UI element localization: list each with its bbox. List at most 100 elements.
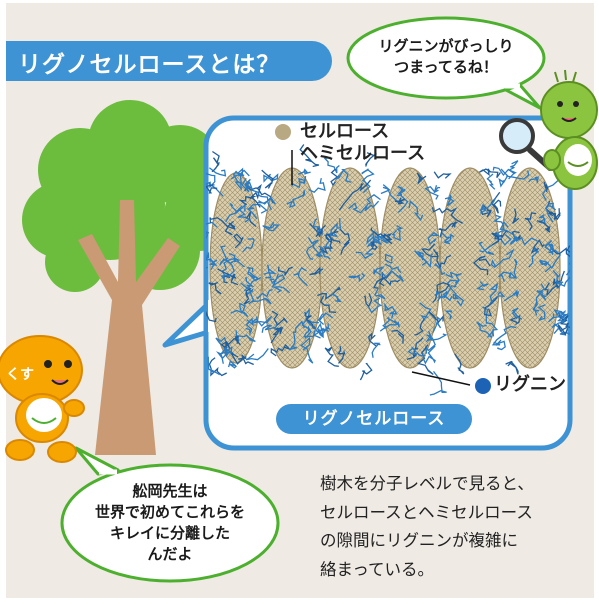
lignin-strand (288, 320, 305, 351)
lignin-strand (277, 266, 294, 276)
lignin-strand (425, 334, 436, 354)
lignin-strand (373, 266, 385, 276)
lignin-strand (335, 168, 352, 183)
lignin-strand (434, 263, 446, 275)
lignin-strand (233, 233, 244, 249)
cellulose-label-line: セルロース (300, 121, 390, 142)
lignin-strand (495, 229, 538, 246)
bottom-bubble-line: 世界で初めてこれらを (94, 503, 245, 521)
lignin-strand (246, 266, 262, 282)
lignin-strand (432, 316, 442, 333)
cellulose-label: セルロース ヘミセルロース (300, 121, 425, 165)
lignin-strand (323, 156, 340, 174)
lignin-strand (537, 304, 546, 321)
lignin-strand (317, 286, 341, 300)
lignin-strand (435, 285, 457, 299)
lignin-strand (271, 310, 288, 326)
lignin-strand (370, 227, 388, 241)
lignin-strand (503, 289, 520, 302)
lignin-strand (476, 321, 493, 338)
lignin-strand (208, 281, 222, 295)
lignin-strand (507, 160, 519, 180)
description-line: 絡まっている。 (320, 559, 435, 579)
lignin-strand (230, 167, 250, 180)
lignin-strand (545, 202, 557, 223)
lignin-strand (511, 307, 523, 320)
top-bubble-line: リグニンがびっしり (378, 37, 514, 55)
lignin-strand (299, 144, 320, 168)
lignin-strand (319, 295, 337, 313)
lignin-strand (305, 237, 319, 260)
lignin-strand (286, 190, 306, 209)
lignin-strand (420, 243, 439, 258)
lignin-strand (364, 152, 377, 167)
lignin-strand (303, 325, 316, 339)
lignin-strand (382, 232, 393, 245)
lignin-strand (228, 252, 246, 267)
lignin-strand (539, 259, 552, 273)
lignin-strand (552, 270, 566, 287)
lignin-strand (391, 225, 404, 242)
lignin-strand (491, 232, 504, 241)
lignin-strand (263, 264, 277, 279)
lignin-strand (206, 309, 217, 323)
lignin-strand (269, 273, 286, 288)
lignin-strand (433, 171, 452, 179)
lignin-strand (485, 168, 501, 178)
lignin-strand (206, 178, 224, 197)
lignin-strand (384, 302, 398, 319)
diagram-caption: リグノセルロース (302, 409, 446, 429)
lignin-strand (300, 336, 314, 364)
lignin-strand (270, 344, 290, 357)
lignin-strand (379, 316, 399, 332)
tree-trunk (78, 200, 180, 455)
lignin-strand (406, 337, 424, 361)
bottom-speech-bubble (60, 463, 280, 583)
cellulose-marker-dot (275, 124, 291, 140)
lignin-strand (249, 183, 262, 200)
lignin-strand (308, 177, 326, 193)
lignin-strand (206, 252, 211, 263)
lignin-strand (339, 228, 351, 255)
lignin-strand (250, 189, 272, 211)
top-bubble-text: リグニンがびっしり つまってるね！ (364, 36, 528, 78)
lignin-strand (427, 231, 440, 246)
lignin-strand (220, 338, 235, 349)
lignin-strand (419, 302, 432, 321)
diagram-caption-pill (276, 404, 472, 434)
lignin-strand (206, 184, 218, 194)
lignin-strand (489, 282, 499, 304)
lignin-strand (446, 279, 459, 299)
lignin-strand (329, 218, 342, 238)
lignin-strand (206, 211, 218, 228)
lignin-strand (229, 202, 243, 215)
lignin-strand (484, 296, 498, 317)
lignin-strand (208, 357, 227, 377)
lignin-strand (482, 306, 499, 338)
page-title: リグノセルロースとは？ (18, 52, 281, 78)
lignin-strand (407, 346, 426, 357)
lignin-strand (490, 248, 515, 269)
lignin-strand (528, 176, 539, 184)
lignin-strand (207, 356, 221, 376)
lignin-strand (486, 173, 496, 190)
lignin-strand (251, 315, 273, 327)
lignin-strand (533, 300, 540, 316)
lignin-strand (556, 309, 567, 322)
lignin-strand (338, 179, 372, 211)
lignin-strand (251, 297, 272, 305)
lignin-strand (438, 220, 459, 238)
lignin-strand (211, 150, 220, 173)
lignin-strand (368, 297, 383, 314)
lignin-strand (245, 348, 269, 361)
lignin-strand (544, 282, 560, 296)
lignin-strand (444, 310, 453, 320)
lignin-strand (524, 212, 537, 232)
lignin-strand (293, 267, 308, 287)
lignin-strand (536, 283, 547, 301)
lignin-strand (417, 344, 434, 376)
lignin-strand (257, 196, 276, 205)
lignin-strand (261, 323, 278, 333)
